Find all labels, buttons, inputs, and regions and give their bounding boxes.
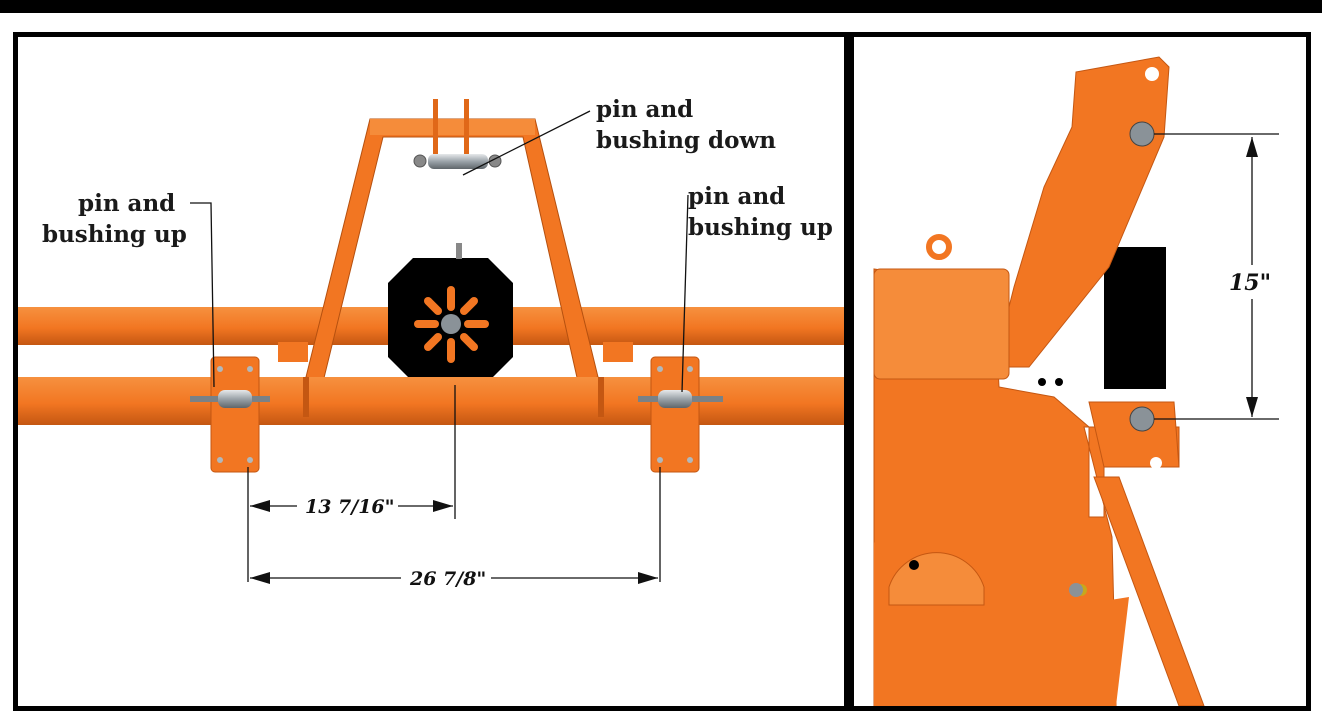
center-offset-dimension: 13 7/16" (305, 496, 395, 518)
top-pin (413, 154, 502, 169)
top-callout-line2: bushing down (596, 127, 776, 154)
right-bracket (638, 356, 723, 473)
lower-bracket (1088, 401, 1180, 469)
vertical-dimension-arrows (1246, 137, 1258, 417)
right-callout-line1: pin and (688, 183, 785, 210)
vertical-dimension-lines (1154, 133, 1279, 420)
left-callout-line2: bushing up (42, 221, 187, 248)
dimension-arrows (250, 500, 658, 584)
side-view-panel: 15" (849, 32, 1311, 711)
rear-view-drawing: pin and bushing down pin and bushing up … (18, 96, 844, 590)
callout-leaders (190, 110, 689, 393)
right-callout-line2: bushing up (688, 214, 833, 241)
rear-view-panel: pin and bushing down pin and bushing up … (13, 32, 849, 711)
left-bracket (190, 356, 270, 473)
top-rule (0, 0, 1322, 13)
gearbox (388, 243, 513, 382)
side-view-drawing: 15" (873, 56, 1279, 706)
dimension-lines (247, 385, 661, 582)
diagonal-link (1093, 476, 1205, 706)
vertical-spacing-dimension: 15" (1229, 270, 1271, 296)
gearbox-side (1104, 247, 1166, 389)
left-callout-line1: pin and (78, 190, 175, 217)
main-housing (873, 234, 1180, 706)
top-callout-line1: pin and (596, 96, 693, 123)
upper-mast (993, 56, 1170, 368)
pin-spacing-dimension: 26 7/8" (409, 568, 486, 590)
